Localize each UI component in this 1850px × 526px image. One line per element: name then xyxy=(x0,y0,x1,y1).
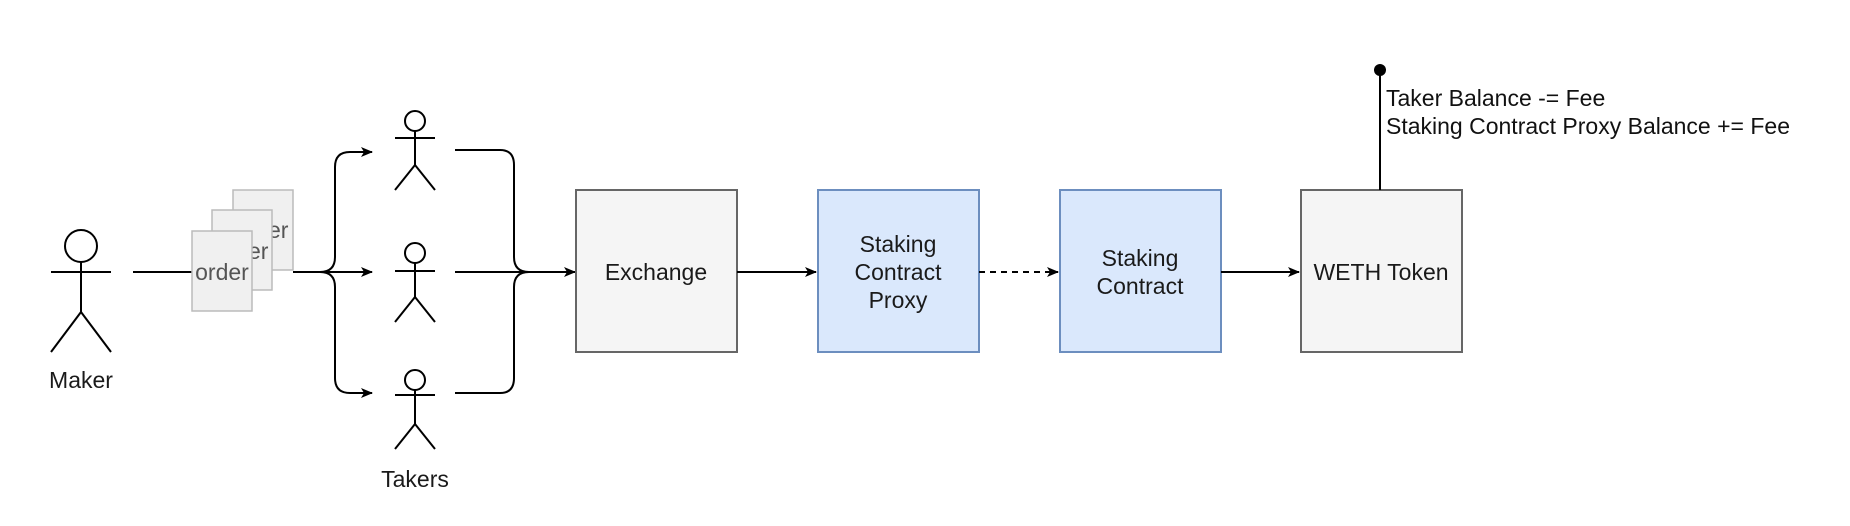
annotation-line-2: Staking Contract Proxy Balance += Fee xyxy=(1386,113,1790,139)
staking-proxy-label-line-2: Contract xyxy=(855,259,943,285)
staking-proxy-label-line-1: Staking xyxy=(860,231,937,257)
weth-token-label: WETH Token xyxy=(1313,259,1448,285)
taker-actor-1-icon xyxy=(394,110,436,191)
taker-actor-3-icon xyxy=(394,369,436,450)
order-card-middle-label: er xyxy=(248,238,269,264)
staking-contract-label-line-2: Contract xyxy=(1097,273,1185,299)
taker-actor-2-icon xyxy=(394,242,436,323)
annotation-pin-dot-icon xyxy=(1374,64,1386,76)
weth-token-box xyxy=(1300,189,1463,353)
annotation-line-1: Taker Balance -= Fee xyxy=(1386,85,1605,111)
staking-proxy-label-line-3: Proxy xyxy=(869,287,928,313)
staking-contract-label-line-1: Staking xyxy=(1102,245,1179,271)
staking-proxy-box xyxy=(817,189,980,353)
exchange-label: Exchange xyxy=(605,259,707,285)
order-card-front xyxy=(191,230,253,312)
takers-to-exchange-connector xyxy=(455,149,576,394)
staking-contract-box xyxy=(1059,189,1222,353)
maker-actor-icon xyxy=(50,229,112,353)
exchange-box xyxy=(575,189,738,353)
orders-to-takers-connector xyxy=(293,147,373,398)
order-card-front-label: order xyxy=(195,259,249,285)
takers-label: Takers xyxy=(381,466,449,492)
order-stack: er er order xyxy=(191,189,294,312)
order-card-back-label: er xyxy=(268,217,289,243)
maker-label: Maker xyxy=(49,367,113,393)
